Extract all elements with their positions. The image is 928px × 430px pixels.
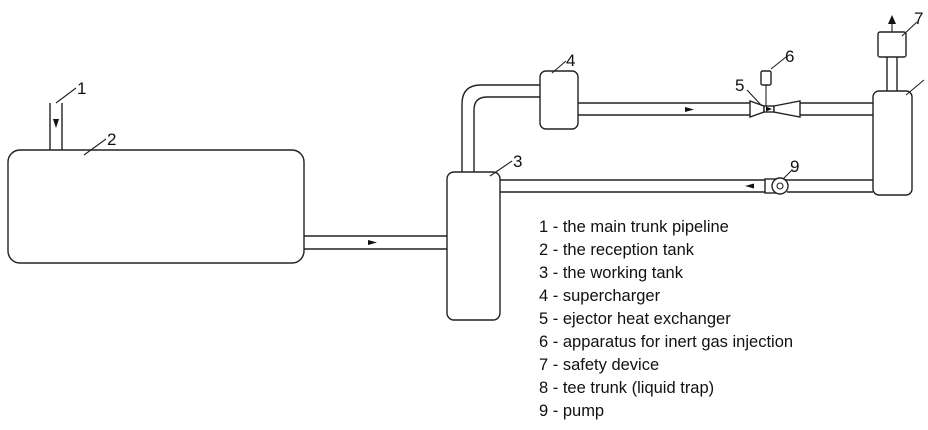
- legend-item: 2 - the reception tank: [539, 241, 695, 259]
- supercharger: [539, 70, 579, 130]
- legend-item: 6 - apparatus for inert gas injection: [539, 333, 793, 351]
- legend-item: 3 - the working tank: [539, 264, 684, 282]
- callout-5: 5: [735, 76, 744, 95]
- ejector-heat-exchanger: [749, 100, 801, 118]
- callout-4: 4: [566, 51, 575, 70]
- callout-9: 9: [790, 157, 799, 176]
- callout-6: 6: [785, 47, 794, 66]
- pipe-reception-to-working: [304, 235, 447, 250]
- callout-1: 1: [77, 79, 86, 98]
- legend-item: 1 - the main trunk pipeline: [539, 218, 729, 236]
- main-trunk-pipeline: [49, 103, 63, 150]
- safety-device: [877, 15, 907, 58]
- legend-item: 4 - supercharger: [539, 287, 661, 305]
- riser-pipe-to-supercharger: [461, 84, 540, 172]
- reception-tank: [7, 149, 305, 264]
- legend-item: 8 - tee trunk (liquid trap): [539, 379, 714, 397]
- tee-trunk-liquid-trap: [872, 90, 913, 196]
- pipe-supercharger-to-tee: [578, 102, 873, 116]
- callout-2: 2: [107, 130, 116, 149]
- callout-7: 7: [914, 9, 923, 28]
- legend-item: 7 - safety device: [539, 356, 659, 374]
- pipe-to-safety-device: [886, 57, 898, 91]
- legend: 1 - the main trunk pipeline 2 - the rece…: [539, 218, 793, 420]
- legend-item: 9 - pump: [539, 402, 604, 420]
- leader-lines: [55, 21, 925, 180]
- working-tank: [446, 171, 501, 321]
- return-pipe: [500, 179, 873, 193]
- inert-gas-injection-apparatus: [760, 70, 772, 106]
- legend-item: 5 - ejector heat exchanger: [539, 310, 731, 328]
- callout-3: 3: [513, 152, 522, 171]
- pump: [764, 177, 789, 195]
